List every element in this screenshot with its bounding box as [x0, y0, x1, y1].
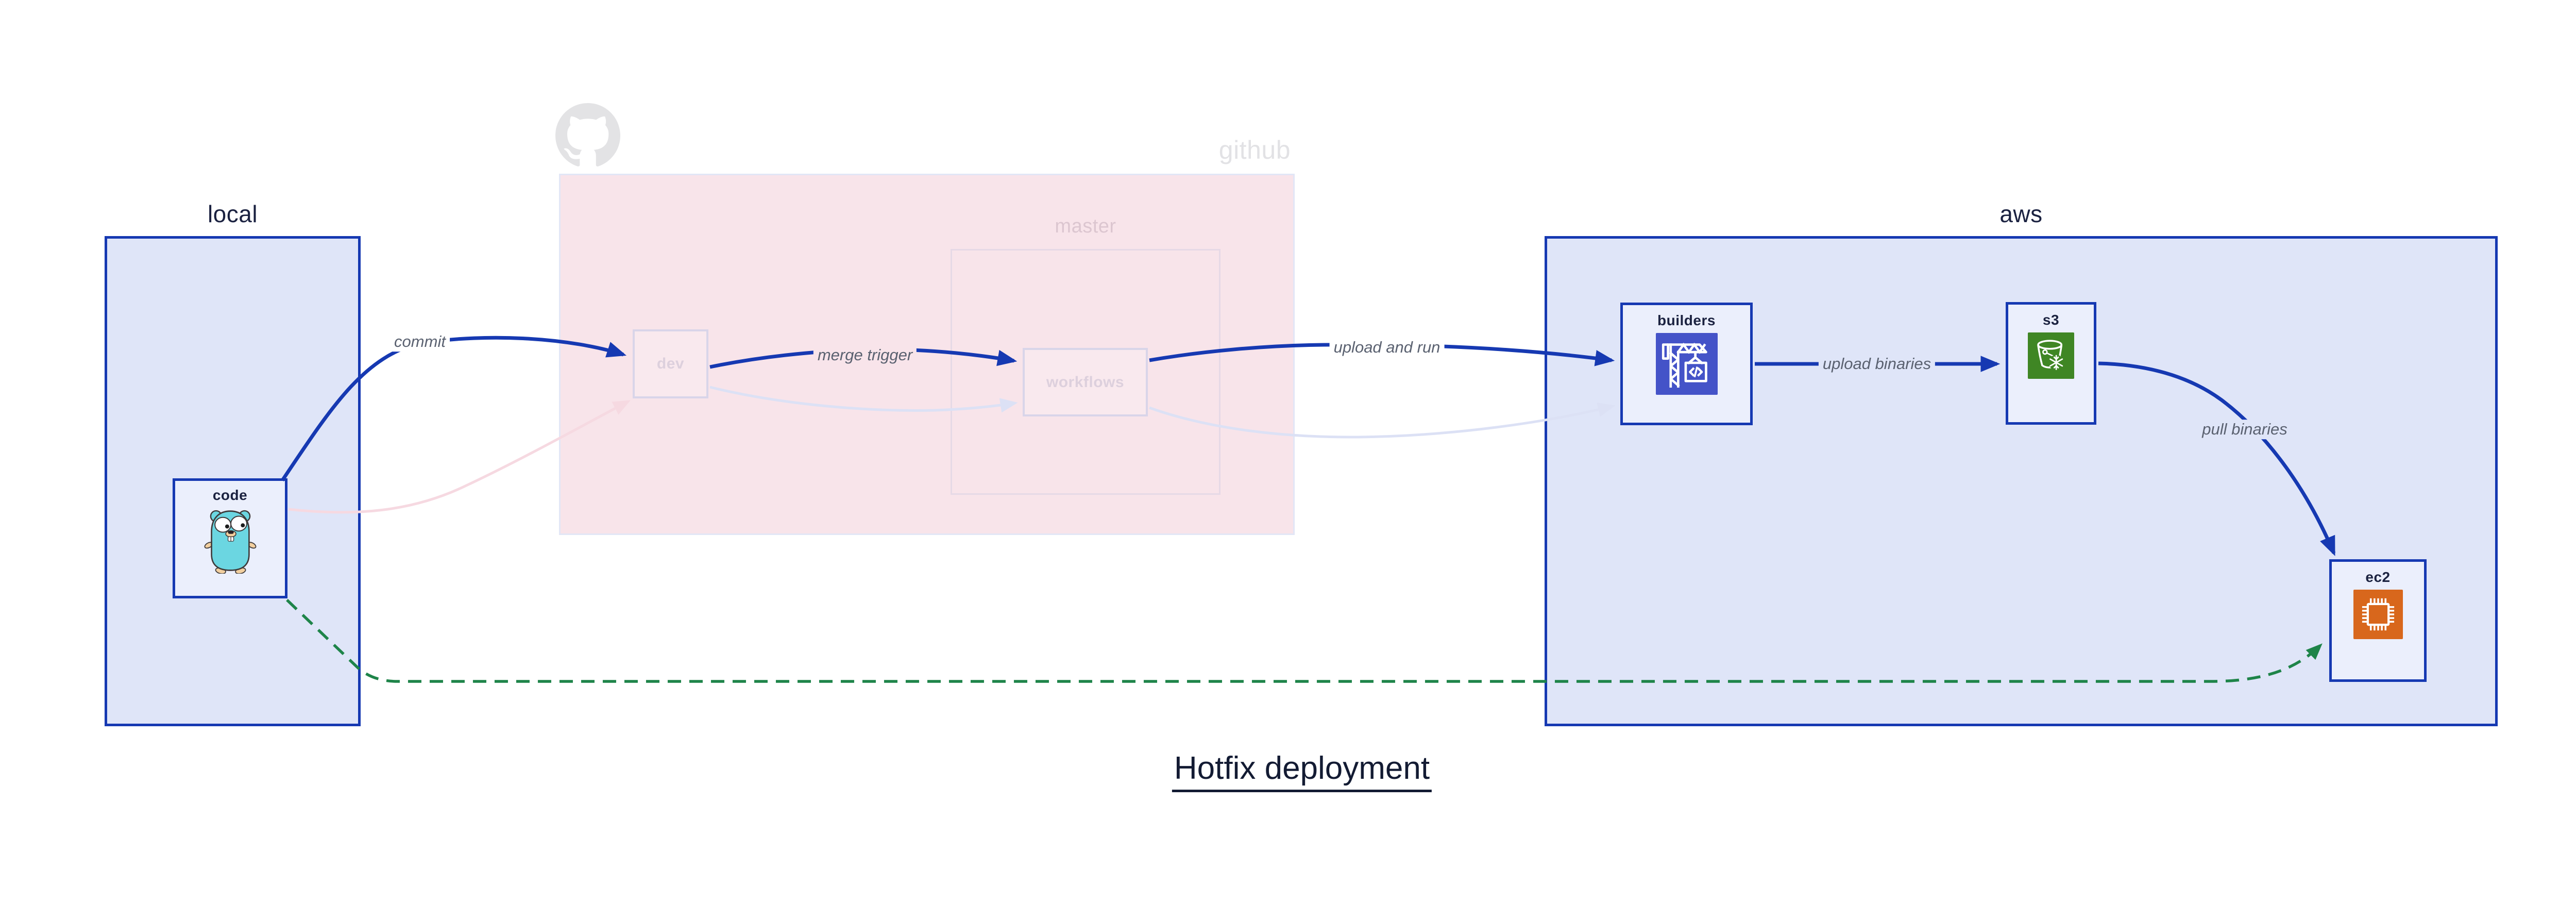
group-local-label: local [207, 201, 258, 227]
s3-bucket-snowflake-icon [2028, 332, 2074, 379]
group-master-label: master [1055, 215, 1116, 237]
node-dev-label: dev [656, 355, 685, 372]
node-builders: builders [1620, 303, 1753, 425]
edge-pull-binaries-label: pull binaries [2198, 420, 2292, 439]
node-s3-label: s3 [2042, 312, 2060, 328]
edge-upload-and-run-label: upload and run [1329, 338, 1445, 357]
edge-upload-binaries-label: upload binaries [1818, 354, 1936, 374]
node-code: code [173, 478, 287, 598]
node-dev: dev [633, 329, 708, 398]
diagram-title: Hotfix deployment [1172, 750, 1432, 792]
ec2-chip-icon [2353, 590, 2403, 639]
group-aws-label: aws [1999, 201, 2043, 227]
node-ec2-label: ec2 [2365, 569, 2391, 585]
codebuild-crane-icon [1655, 333, 1718, 395]
group-master [951, 249, 1221, 495]
group-github-label: github [1218, 136, 1291, 164]
node-workflows-label: workflows [1046, 373, 1125, 391]
github-octocat-icon [555, 103, 620, 168]
edge-merge-trigger-label: merge trigger [813, 345, 917, 365]
edge-commit-label: commit [390, 332, 450, 352]
node-builders-label: builders [1657, 312, 1716, 328]
node-workflows: workflows [1023, 348, 1148, 416]
node-ec2: ec2 [2329, 559, 2427, 682]
node-code-label: code [212, 487, 248, 503]
go-gopher-icon [201, 508, 259, 576]
node-s3: s3 [2006, 302, 2096, 425]
